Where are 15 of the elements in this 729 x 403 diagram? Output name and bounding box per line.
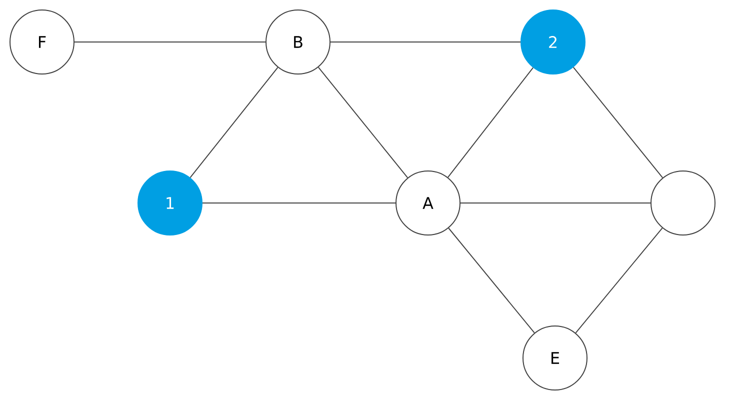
connector-line — [572, 66, 664, 178]
connector-line — [318, 66, 408, 178]
connector-line — [448, 228, 535, 334]
connector-line — [460, 202, 651, 204]
circle-node: 2 — [520, 10, 586, 74]
empty-circle — [650, 170, 716, 236]
circle-node: E — [522, 325, 588, 390]
connector-line — [190, 66, 278, 178]
circle-node: A — [396, 170, 460, 236]
connector-line — [202, 202, 396, 204]
circle-node: F — [10, 10, 74, 74]
connector-line — [447, 67, 534, 178]
connector-line — [575, 228, 663, 334]
circle-node: 1 — [138, 170, 202, 236]
circle-node: B — [266, 10, 330, 74]
